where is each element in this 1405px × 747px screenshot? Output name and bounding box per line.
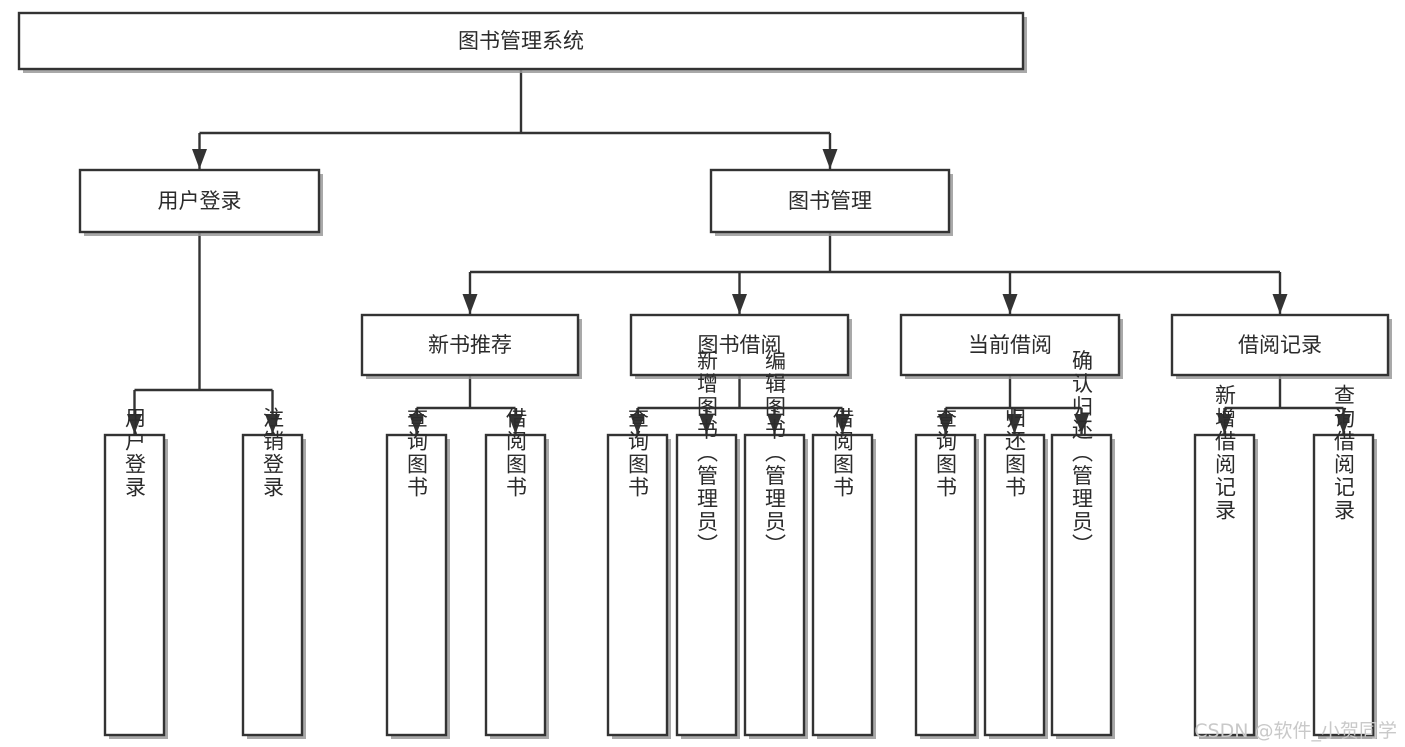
node-current-borrow[interactable]: 当前借阅 (899, 313, 1123, 379)
node-rect[interactable] (17, 11, 1025, 71)
node-rect[interactable] (675, 433, 738, 737)
node-leaf-query-book-cur[interactable]: 查询图书 (914, 407, 979, 739)
node-label: 新书推荐 (428, 333, 512, 357)
node-leaf-query-borrow-record[interactable]: 查询借阅记录 (1312, 384, 1377, 739)
node-leaf-add-borrow-record[interactable]: 新增借阅记录 (1193, 384, 1258, 739)
node-label: 查询图书 (405, 407, 429, 499)
node-leaf-edit-book[interactable]: 编辑图书（管理员） (743, 350, 808, 740)
arrow-head-icon (192, 149, 207, 169)
node-label: 用户登录 (123, 407, 147, 499)
arrow-head-icon (630, 414, 645, 434)
node-rect[interactable] (629, 313, 850, 377)
watermark-label: CSDN @软件_小贺同学 (1194, 720, 1397, 742)
node-rect[interactable] (385, 433, 448, 737)
node-book-borrow[interactable]: 图书借阅 (629, 313, 852, 379)
node-label: 借阅图书 (831, 407, 855, 499)
arrow-head-icon (732, 294, 747, 314)
node-leaf-user-login[interactable]: 用户登录 (103, 407, 168, 739)
node-leaf-logout[interactable]: 注销登录 (241, 407, 306, 739)
node-rect[interactable] (78, 168, 321, 234)
node-leaf-query-book-borrow[interactable]: 查询图书 (606, 407, 671, 739)
node-rect[interactable] (983, 433, 1046, 737)
arrow-head-icon (409, 414, 424, 434)
node-rect[interactable] (606, 433, 669, 737)
arrow-head-icon (767, 414, 782, 434)
node-label: 查询借阅记录 (1332, 384, 1356, 522)
node-rect[interactable] (743, 433, 806, 737)
node-leaf-query-book-rec[interactable]: 查询图书 (385, 407, 450, 739)
node-rect[interactable] (484, 433, 547, 737)
node-label: 图书管理 (788, 189, 872, 213)
node-leaf-add-book[interactable]: 新增图书（管理员） (675, 350, 740, 740)
node-layer: 图书管理系统用户登录图书管理新书推荐图书借阅当前借阅借阅记录用户登录注销登录查询… (17, 11, 1392, 740)
node-label: 用户登录 (158, 189, 242, 213)
arrow-head-icon (699, 414, 714, 434)
node-leaf-confirm-return[interactable]: 确认归还（管理员） (1050, 350, 1115, 740)
node-label: 借阅记录 (1238, 333, 1322, 357)
node-leaf-borrow-book-rec[interactable]: 借阅图书 (484, 407, 549, 739)
arrow-head-icon (265, 414, 280, 434)
node-rect[interactable] (811, 433, 874, 737)
node-label: 新增借阅记录 (1213, 384, 1237, 522)
arrow-head-icon (127, 414, 142, 434)
node-label: 归还图书 (1003, 407, 1027, 499)
node-rect[interactable] (103, 433, 166, 737)
node-rect[interactable] (899, 313, 1121, 377)
connector-layer (127, 69, 1351, 434)
arrow-head-icon (1217, 414, 1232, 434)
arrow-head-icon (1007, 414, 1022, 434)
node-root-root[interactable]: 图书管理系统 (17, 11, 1027, 73)
node-label: 查询图书 (934, 407, 958, 499)
node-user-login[interactable]: 用户登录 (78, 168, 323, 236)
node-leaf-borrow-book[interactable]: 借阅图书 (811, 407, 876, 739)
node-label: 图书借阅 (698, 333, 782, 357)
node-rect[interactable] (1193, 433, 1256, 737)
node-label: 新增图书（管理员） (695, 350, 719, 557)
node-rect[interactable] (1312, 433, 1375, 737)
node-rect[interactable] (914, 433, 977, 737)
arrow-head-icon (1272, 294, 1288, 314)
node-rect[interactable] (709, 168, 951, 234)
arrow-head-icon (1002, 294, 1018, 314)
node-book-manage[interactable]: 图书管理 (709, 168, 953, 236)
node-label: 确认归还（管理员） (1070, 350, 1094, 557)
arrow-head-icon (508, 414, 523, 434)
arrow-head-icon (822, 149, 838, 169)
arrow-head-icon (462, 294, 478, 314)
node-label: 注销登录 (261, 407, 285, 499)
node-rect[interactable] (1050, 433, 1113, 737)
node-new-book-recommend[interactable]: 新书推荐 (360, 313, 582, 379)
arrow-head-icon (1074, 414, 1089, 434)
arrow-head-icon (938, 414, 953, 434)
node-label: 当前借阅 (968, 333, 1052, 357)
node-rect[interactable] (1170, 313, 1390, 377)
node-label: 借阅图书 (504, 407, 528, 499)
node-leaf-return-book[interactable]: 归还图书 (983, 407, 1048, 739)
arrow-head-icon (835, 414, 850, 434)
node-rect[interactable] (360, 313, 580, 377)
node-rect[interactable] (241, 433, 304, 737)
node-borrow-record[interactable]: 借阅记录 (1170, 313, 1392, 379)
arrow-head-icon (1336, 414, 1351, 434)
node-label: 编辑图书（管理员） (763, 350, 787, 557)
node-label: 图书管理系统 (458, 29, 584, 53)
node-label: 查询图书 (626, 407, 650, 499)
